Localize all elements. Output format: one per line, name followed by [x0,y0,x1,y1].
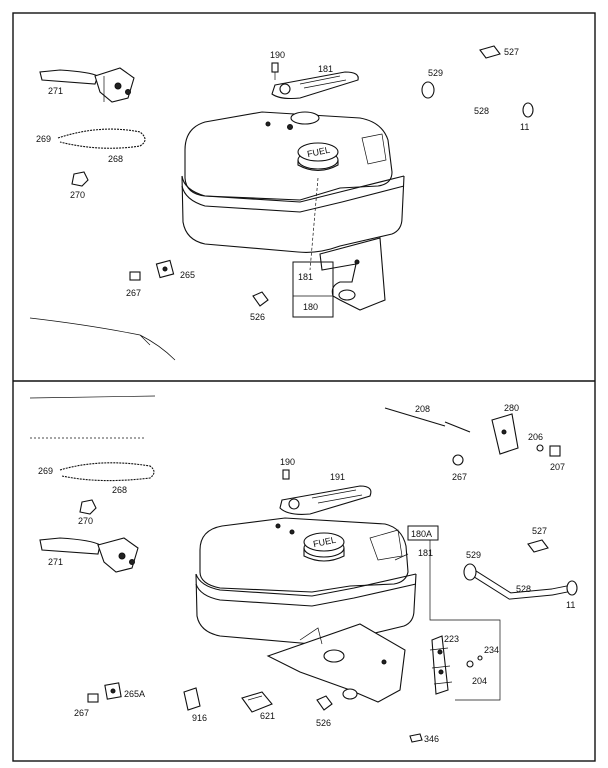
label-527-top: 527 [504,47,519,57]
control-lever-bottom: 271 [39,537,139,573]
label-527-bottom: 527 [532,526,547,536]
label-206: 206 [528,432,543,442]
label-11-bottom: 11 [566,600,575,610]
label-208: 208 [415,404,430,414]
fuel-line-bottom: 527 529 528 11 [463,526,578,610]
label-528-bottom: 528 [516,584,531,594]
part-346: 346 [409,733,439,744]
nut-top: 270 [70,171,89,200]
cap-gasket-top: 190 181 [270,50,359,100]
governor-linkage: 223 234 204 [429,634,499,695]
label-180a: 180A [411,529,432,539]
nut-bottom: 270 [78,499,97,526]
nut-267-bottom: 267 [452,454,467,482]
label-191: 191 [330,472,345,482]
label-181-bracket: 181 [298,272,313,282]
spring-top: 269 268 [36,128,146,164]
label-268-bottom: 268 [112,485,127,495]
bracket-280: 280 [491,403,519,455]
label-269-bottom: 269 [38,466,53,476]
fuel-cap-text-bottom: FUEL [312,535,337,550]
label-267-top: 267 [126,288,141,298]
top-panel: FUEL 181 180 190 181 [29,45,534,361]
screw-top: 526 [250,291,269,322]
label-223: 223 [444,634,459,644]
label-180: 180 [303,302,318,312]
label-280: 280 [504,403,519,413]
label-265a: 265A [124,689,145,699]
bracket-assembly-180a: 180A 181 [266,525,501,703]
fuel-tank-top: FUEL [181,111,405,271]
mounting-bracket-top: 181 180 [292,237,386,318]
label-621: 621 [260,711,275,721]
label-270-top: 270 [70,190,85,200]
diagram-border [12,12,596,762]
fuel-tank-bottom: FUEL [195,517,417,645]
label-528-top: 528 [474,106,489,116]
label-204: 204 [472,676,487,686]
label-181-top: 181 [318,64,333,74]
label-181-bottom: 181 [418,548,433,558]
label-268-top: 268 [108,154,123,164]
label-529-bottom: 529 [466,550,481,560]
label-529-top: 529 [428,68,443,78]
bolt-clip-top: 265 267 [126,259,195,298]
label-271-top: 271 [48,86,63,96]
label-190-bottom: 190 [280,457,295,467]
fuel-cap-text: FUEL [306,145,331,160]
label-265-top: 265 [180,270,195,280]
label-267-bottom-b: 267 [74,708,89,718]
fuel-line-top: 527 529 528 11 [421,45,534,132]
label-11-top: 11 [520,122,529,132]
control-lever-top: 271 [39,67,135,103]
label-271-bottom: 271 [48,557,63,567]
screw-bottom: 526 [316,695,333,728]
label-207: 207 [550,462,565,472]
label-190-top: 190 [270,50,285,60]
fastener-206-207: 206 207 [528,432,565,472]
bolt-clip-bottom: 267 265A [74,682,145,718]
label-526-top: 526 [250,312,265,322]
label-269-top: 269 [36,134,51,144]
cap-gasket-bottom: 190 191 [279,457,372,515]
spring-bottom: 269 268 [38,462,155,495]
label-267-bottom-a: 267 [452,472,467,482]
clip-621: 621 [241,691,275,721]
bottom-panel: 208 280 206 207 267 269 268 2 [29,395,578,744]
label-270-bottom: 270 [78,516,93,526]
label-234: 234 [484,645,499,655]
clip-916: 916 [183,687,207,723]
label-916: 916 [192,713,207,723]
label-526-bottom: 526 [316,718,331,728]
bracket-box-180 [292,261,334,318]
choke-rod: 208 [384,404,471,433]
label-346: 346 [424,734,439,744]
